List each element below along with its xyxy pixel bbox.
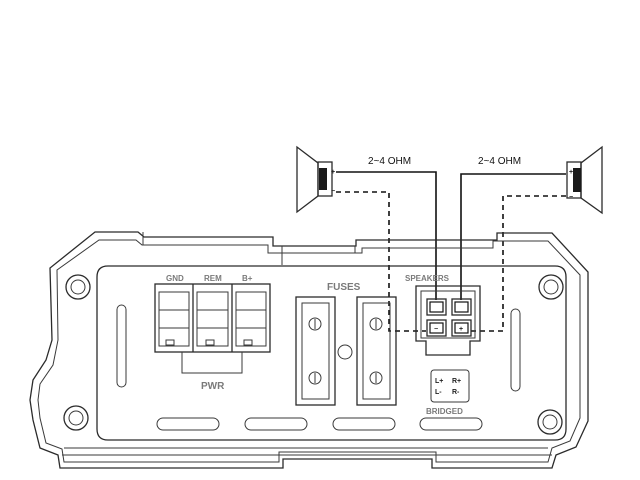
speaker-terminal-left-minus: −	[426, 319, 447, 337]
fuses-label: FUSES	[327, 282, 361, 293]
right-speaker-plus: +	[569, 169, 573, 176]
mounting-hole-bottom-right	[537, 409, 563, 435]
gnd-label: GND	[166, 274, 184, 283]
mounting-hole-bottom-left	[63, 405, 89, 431]
bridged-legend: L+ R+ L- R- BRIDGED	[426, 369, 470, 416]
left-impedance-label: 2~4 OHM	[368, 156, 411, 167]
rem-label: REM	[204, 274, 222, 283]
speaker-terminal-block: SPEAKERS − +	[405, 274, 481, 356]
rem-terminal	[196, 291, 229, 347]
speaker-terminal-right-plus	[451, 298, 472, 316]
left-speaker-plus: +	[331, 169, 335, 176]
amplifier-body	[29, 231, 589, 469]
fuse-block: FUSES	[295, 282, 397, 406]
svg-text:+: +	[459, 326, 463, 333]
bridged-label: BRIDGED	[426, 407, 463, 416]
bridged-r-minus: R-	[452, 389, 460, 396]
mounting-hole-top-right	[538, 274, 564, 300]
bridged-r-plus: R+	[452, 378, 461, 385]
bplus-label: B+	[242, 274, 253, 283]
left-speaker: + −	[296, 145, 335, 214]
speakers-label: SPEAKERS	[405, 274, 450, 283]
fuse-indicator	[337, 344, 353, 360]
gnd-terminal	[158, 291, 190, 347]
bridged-l-minus: L-	[435, 389, 442, 396]
power-terminal-block: GND REM B+ PWR	[154, 274, 271, 392]
pwr-label: PWR	[201, 381, 225, 392]
svg-text:−: −	[434, 326, 438, 333]
bplus-terminal	[235, 291, 267, 347]
speaker-wires	[336, 171, 566, 332]
left-speaker-minus: −	[331, 188, 335, 195]
right-speaker-minus: −	[569, 194, 573, 201]
speaker-terminal-left-plus	[426, 298, 447, 316]
right-impedance-label: 2~4 OHM	[478, 156, 521, 167]
right-speaker: + −	[566, 145, 603, 215]
mounting-hole-top-left	[65, 274, 91, 300]
speaker-terminal-right-minus: +	[451, 319, 472, 337]
fuse-left	[295, 296, 336, 406]
fuse-right	[356, 296, 397, 406]
bridged-l-plus: L+	[435, 378, 443, 385]
